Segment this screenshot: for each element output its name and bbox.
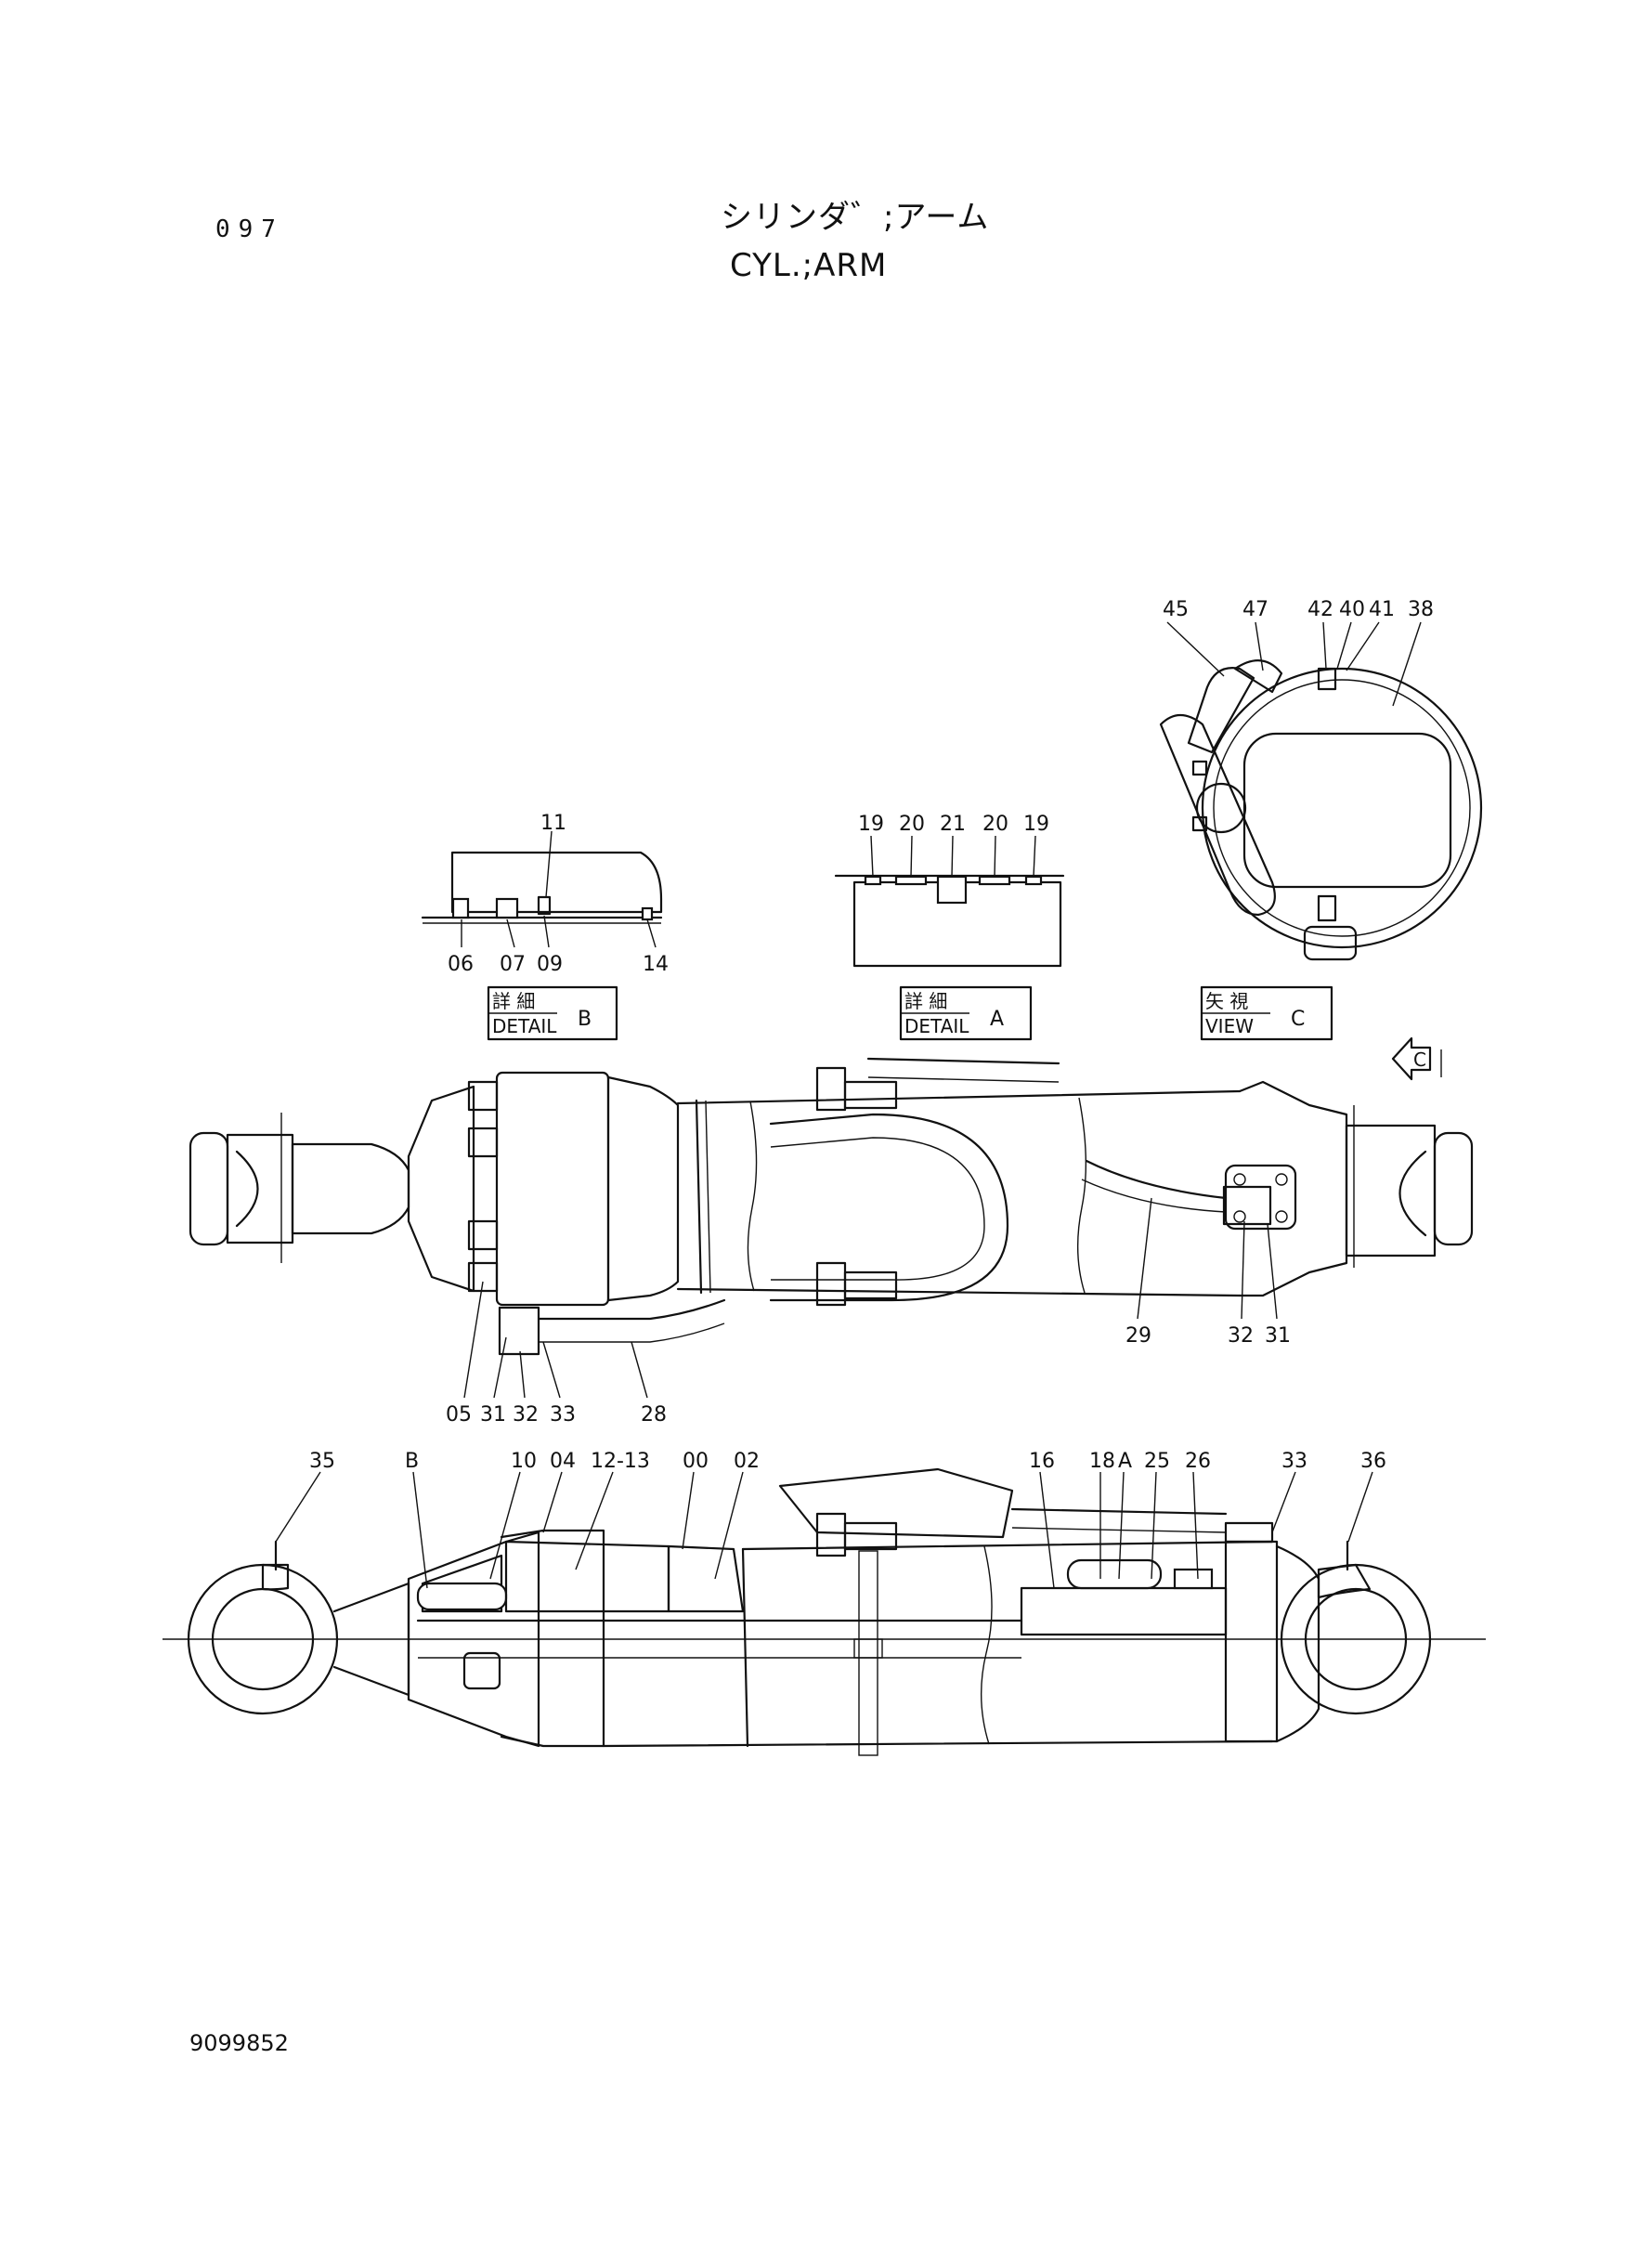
callout-38: 38 bbox=[1408, 598, 1434, 621]
callout-33-section: 33 bbox=[1281, 1450, 1307, 1473]
callout-45: 45 bbox=[1163, 598, 1189, 621]
callout-31-right: 31 bbox=[1265, 1324, 1291, 1348]
view-arrow-letter: C bbox=[1413, 1049, 1426, 1071]
callout-11: 11 bbox=[540, 812, 566, 835]
callout-04: 04 bbox=[550, 1450, 576, 1473]
detail-b-label-jp: 詳 細 bbox=[492, 990, 535, 1012]
callout-32-top: 32 bbox=[513, 1403, 539, 1427]
detail-a-drawing: 19 20 21 20 19 詳 細 DETAIL A bbox=[834, 813, 1065, 1041]
callout-02: 02 bbox=[734, 1450, 760, 1473]
callout-35: 35 bbox=[309, 1450, 335, 1473]
callout-47: 47 bbox=[1242, 598, 1268, 621]
page-number: 097 bbox=[215, 215, 284, 243]
callout-09: 09 bbox=[537, 953, 563, 976]
callout-10: 10 bbox=[511, 1450, 537, 1473]
view-c-direction-arrow: C bbox=[1391, 1036, 1442, 1081]
callout-31-top: 31 bbox=[480, 1403, 506, 1427]
callout-06: 06 bbox=[448, 953, 474, 976]
view-c-letter: C bbox=[1291, 1008, 1305, 1031]
view-c-label-en: VIEW bbox=[1205, 1015, 1254, 1037]
callout-41: 41 bbox=[1369, 598, 1395, 621]
detail-a-label-jp: 詳 細 bbox=[904, 990, 947, 1012]
detail-a-letter: A bbox=[990, 1008, 1004, 1031]
callout-12-13: 12-13 bbox=[591, 1450, 650, 1473]
callout-40: 40 bbox=[1339, 598, 1365, 621]
view-c-label-jp: 矢 視 bbox=[1205, 990, 1248, 1012]
callout-19-right: 19 bbox=[1023, 813, 1049, 836]
callout-20-left: 20 bbox=[899, 813, 925, 836]
view-c-drawing: 45 47 42 40 41 38 矢 視 VIEW C bbox=[1159, 598, 1483, 1041]
drawing-number: 9099852 bbox=[189, 2030, 289, 2056]
callout-16: 16 bbox=[1029, 1450, 1055, 1473]
detail-b-label-en: DETAIL bbox=[492, 1015, 557, 1037]
callout-36: 36 bbox=[1360, 1450, 1386, 1473]
callout-25: 25 bbox=[1144, 1450, 1170, 1473]
callout-42: 42 bbox=[1307, 598, 1333, 621]
cylinder-top-view: 05 31 32 33 28 29 32 31 bbox=[189, 1057, 1474, 1427]
callout-07: 07 bbox=[500, 953, 526, 976]
callout-26: 26 bbox=[1185, 1450, 1211, 1473]
callout-32-right: 32 bbox=[1228, 1324, 1254, 1348]
detail-b-drawing: 11 06 07 09 14 詳 細 DETAIL B bbox=[421, 812, 669, 1041]
detail-b-letter: B bbox=[578, 1008, 592, 1031]
detail-a-label-en: DETAIL bbox=[904, 1015, 969, 1037]
callout-18: 18 bbox=[1089, 1450, 1115, 1473]
callout-33-top: 33 bbox=[550, 1403, 576, 1427]
callout-21: 21 bbox=[940, 813, 966, 836]
callout-29: 29 bbox=[1125, 1324, 1151, 1348]
callout-14: 14 bbox=[643, 953, 669, 976]
callout-28: 28 bbox=[641, 1403, 667, 1427]
callout-a: A bbox=[1118, 1450, 1132, 1473]
callout-19-left: 19 bbox=[858, 813, 884, 836]
callout-05: 05 bbox=[446, 1403, 472, 1427]
title-english: CYL.;ARM bbox=[730, 247, 888, 284]
callout-b: B bbox=[405, 1450, 419, 1473]
title-japanese: シリンダ゛;アーム bbox=[721, 199, 990, 236]
callout-20-right: 20 bbox=[982, 813, 1008, 836]
callout-00: 00 bbox=[683, 1450, 709, 1473]
cylinder-section-view: 35 B 10 04 12-13 00 02 16 18 A 25 26 33 … bbox=[163, 1450, 1486, 1756]
